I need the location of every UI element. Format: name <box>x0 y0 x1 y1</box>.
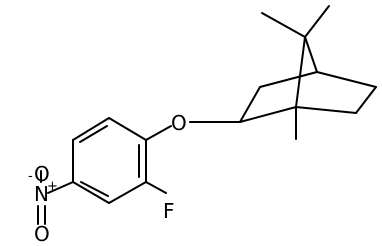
bicycle-bond-c6-c5 <box>355 86 377 114</box>
bicycle-bond-c2-c3 <box>239 86 261 123</box>
bicycle-bond-c1-c6 <box>295 106 357 114</box>
nitrogen-atom-label: N <box>34 182 49 206</box>
nitrogen-plus-charge: + <box>47 179 58 194</box>
bond-ring-to-fluorine <box>145 181 167 194</box>
bicyclic-framework <box>239 5 377 140</box>
ring-bond-c2-c3 <box>72 117 110 141</box>
nitro-oxygen-top-label: O <box>34 162 50 186</box>
ring-bond-c1-c2 <box>108 117 147 141</box>
bicycle-bond-c3-c4 <box>259 71 318 88</box>
nitro-oxygen-bottom-label: O <box>34 222 50 246</box>
bicycle-bridge-c7-c4 <box>304 36 318 73</box>
ring-double-bond-inner-2 <box>80 181 109 197</box>
bicycle-bond-c5-c4 <box>316 71 377 88</box>
bicycle-bond-c2-c1 <box>239 106 297 123</box>
bicycle-bridge-c1-c7 <box>295 36 306 108</box>
ring-double-bond-inner-1 <box>79 125 108 143</box>
bridge-methyl-right <box>304 5 330 38</box>
benzene-ring <box>72 117 147 204</box>
bond-ring-to-nitrogen <box>47 181 74 194</box>
oxygen-atom-label: O <box>171 111 187 135</box>
oxygen-minus-charge: - <box>28 169 33 184</box>
ring-bond-c5-c6 <box>108 181 147 204</box>
bridge-methyl-left <box>261 12 306 38</box>
bond-ring-to-oxygen <box>145 125 172 141</box>
ring-bond-c4-c5 <box>72 181 110 204</box>
fluorine-atom-label: F <box>163 199 175 223</box>
